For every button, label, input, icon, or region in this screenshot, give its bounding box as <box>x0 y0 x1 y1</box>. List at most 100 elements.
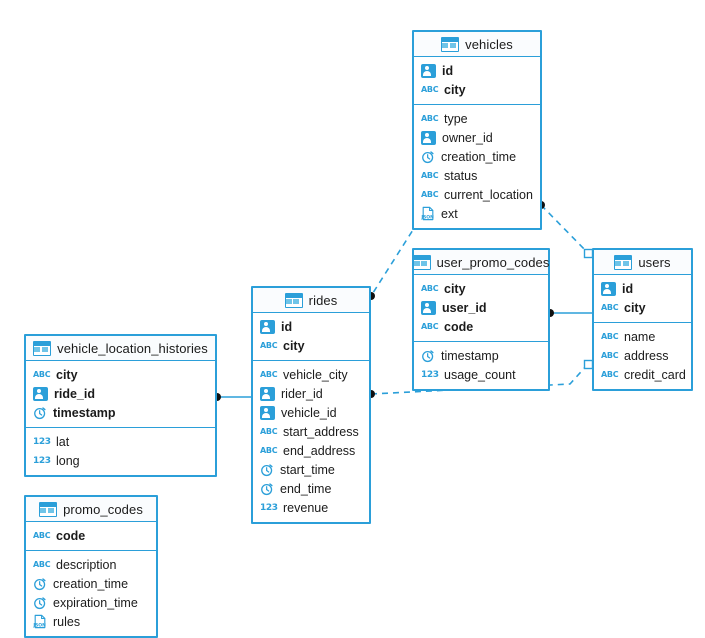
field-row[interactable]: user_id <box>414 298 548 317</box>
field-label: creation_time <box>441 149 517 164</box>
entity-title: users <box>638 254 671 270</box>
abc-icon: ABC <box>421 321 439 331</box>
field-row[interactable]: id <box>414 61 540 80</box>
field-row[interactable]: ABC start_address <box>253 422 369 441</box>
clock-icon <box>260 482 274 496</box>
field-row[interactable]: timestamp <box>26 403 215 422</box>
abc-icon: ABC <box>33 559 51 569</box>
field-label: current_location <box>444 187 533 202</box>
field-row[interactable]: ABC address <box>594 346 691 365</box>
field-label: city <box>283 338 305 353</box>
table-icon <box>441 36 460 52</box>
field-label: ride_id <box>54 386 95 401</box>
entity-header[interactable]: vehicles <box>414 32 540 57</box>
abc-icon: ABC <box>421 170 439 180</box>
field-row[interactable]: 123 long <box>26 451 215 470</box>
123-icon: 123 <box>33 436 51 447</box>
field-label: city <box>444 82 466 97</box>
field-row[interactable]: ABC city <box>414 80 540 99</box>
id-icon <box>421 63 436 78</box>
field-row[interactable]: 123 revenue <box>253 498 369 517</box>
field-row[interactable]: 123 lat <box>26 432 215 451</box>
id-icon <box>260 319 275 334</box>
field-label: type <box>444 111 468 126</box>
123-icon: 123 <box>260 502 278 513</box>
field-label: city <box>56 367 78 382</box>
table-icon <box>39 501 58 517</box>
abc-icon: ABC <box>421 84 439 94</box>
field-label: start_address <box>283 424 359 439</box>
entity-header[interactable]: promo_codes <box>26 497 156 522</box>
field-row[interactable]: ABC vehicle_city <box>253 365 369 384</box>
entity-title: vehicle_location_histories <box>57 340 208 356</box>
field-label: vehicle_city <box>283 367 348 382</box>
field-label: id <box>622 281 634 296</box>
entity-header[interactable]: user_promo_codes <box>412 250 550 275</box>
field-label: revenue <box>283 500 329 515</box>
field-row[interactable]: end_time <box>253 479 369 498</box>
field-row[interactable]: owner_id <box>414 128 540 147</box>
id-icon <box>601 281 616 296</box>
field-row[interactable]: rider_id <box>253 384 369 403</box>
abc-icon: ABC <box>260 369 278 379</box>
field-row[interactable]: timestamp <box>414 346 548 365</box>
field-label: status <box>444 168 478 183</box>
entity-title: user_promo_codes <box>436 254 550 270</box>
field-row[interactable]: vehicle_id <box>253 403 369 422</box>
abc-icon: ABC <box>260 426 278 436</box>
abc-icon: ABC <box>601 350 619 360</box>
entity-header[interactable]: rides <box>253 288 369 313</box>
123-icon: 123 <box>33 455 51 466</box>
entity-title: rides <box>308 292 338 308</box>
table-icon <box>614 254 633 270</box>
entity-header[interactable]: vehicle_location_histories <box>26 336 215 361</box>
field-label: usage_count <box>444 367 516 382</box>
field-row[interactable]: creation_time <box>414 147 540 166</box>
field-row[interactable]: expiration_time <box>26 593 156 612</box>
field-label: creation_time <box>53 576 129 591</box>
field-row[interactable]: ABC status <box>414 166 540 185</box>
field-label: id <box>281 319 293 334</box>
field-row[interactable]: ride_id <box>26 384 215 403</box>
entity-header[interactable]: users <box>594 250 691 275</box>
field-label: lat <box>56 434 70 449</box>
field-label: long <box>56 453 80 468</box>
field-row[interactable]: id <box>253 317 369 336</box>
field-label: timestamp <box>441 348 499 363</box>
edge-vehicle-location-histories-rides <box>213 393 251 401</box>
field-label: credit_card <box>624 367 686 382</box>
abc-icon: ABC <box>421 283 439 293</box>
field-row[interactable]: id <box>594 279 691 298</box>
entity-title: promo_codes <box>63 501 143 517</box>
field-label: address <box>624 348 669 363</box>
clock-icon <box>33 596 47 610</box>
abc-icon: ABC <box>260 445 278 455</box>
edge-user-promo-codes-users <box>546 309 592 317</box>
field-row[interactable]: creation_time <box>26 574 156 593</box>
field-row[interactable]: start_time <box>253 460 369 479</box>
